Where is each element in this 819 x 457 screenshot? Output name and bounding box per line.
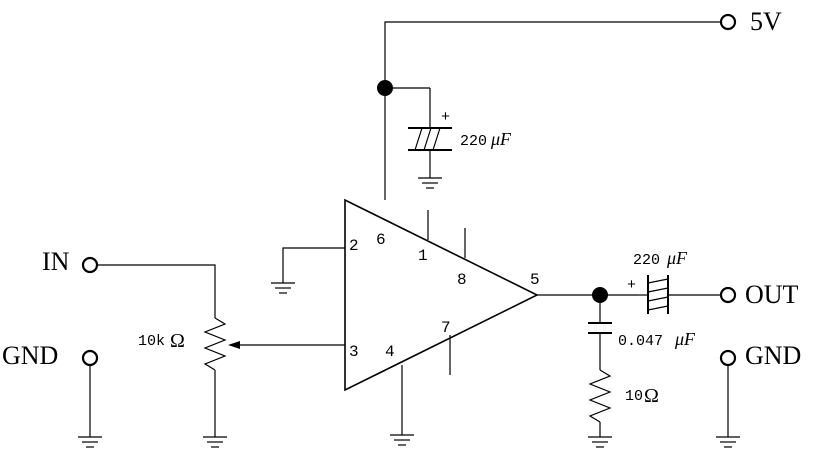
zobel-resistor — [588, 369, 612, 423]
gnd-right-label: GND — [745, 341, 801, 370]
zobel-cap-unit: μF — [674, 329, 696, 349]
pin-4-label: 4 — [385, 343, 395, 361]
right-gnd: GND — [716, 341, 801, 448]
output-section: + 220 μF OUT — [537, 248, 799, 314]
ground-icon — [588, 436, 612, 448]
output-label: OUT — [745, 280, 799, 309]
left-gnd: GND — [2, 341, 102, 448]
ground-icon — [390, 434, 414, 446]
pin-6-label: 6 — [376, 231, 386, 249]
supply-rail: 5V — [377, 7, 782, 200]
output-terminal[interactable] — [719, 286, 737, 304]
supply-cap-unit: μF — [490, 129, 512, 149]
pot-value: 10k — [138, 333, 165, 350]
pin-5-label: 5 — [530, 271, 540, 289]
pin-7-label: 7 — [441, 319, 451, 337]
input-section: IN 10k Ω — [42, 247, 345, 448]
input-terminal[interactable] — [81, 256, 99, 274]
pot-unit: Ω — [170, 330, 185, 352]
input-label: IN — [42, 247, 70, 276]
wiper-arrow-icon — [228, 341, 240, 349]
ground-icon — [418, 177, 442, 189]
gnd-right-terminal[interactable] — [719, 349, 737, 367]
zobel-network: 0.047 μF 10 Ω — [588, 295, 696, 448]
supply-cap-polarity: + — [441, 109, 450, 126]
pin-1-label: 1 — [418, 247, 428, 265]
amplifier-ic: 6 2 1 8 5 7 3 4 — [344, 198, 540, 435]
pin2-ground — [271, 247, 345, 294]
supply-cap-value: 220 — [460, 133, 487, 150]
zobel-cap-value: 0.047 — [618, 333, 663, 350]
zobel-res-unit: Ω — [644, 385, 659, 407]
pin-3-label: 3 — [349, 343, 359, 361]
pin-8-label: 8 — [457, 271, 467, 289]
ground-icon — [716, 436, 740, 448]
supply-capacitor: + 220 μF — [408, 88, 512, 189]
output-cap-value: 220 — [633, 252, 660, 269]
gnd-left-label: GND — [2, 341, 58, 370]
supply-label: 5V — [750, 7, 782, 36]
ground-icon — [271, 282, 295, 294]
pin-2-label: 2 — [349, 237, 359, 255]
zobel-res-value: 10 — [625, 388, 643, 405]
gnd-left-terminal[interactable] — [81, 349, 99, 367]
potentiometer — [203, 317, 227, 371]
output-cap-polarity: + — [627, 277, 636, 294]
ground-icon — [78, 436, 102, 448]
supply-terminal[interactable] — [719, 13, 737, 31]
output-cap-unit: μF — [666, 248, 688, 268]
ground-icon — [203, 436, 227, 448]
